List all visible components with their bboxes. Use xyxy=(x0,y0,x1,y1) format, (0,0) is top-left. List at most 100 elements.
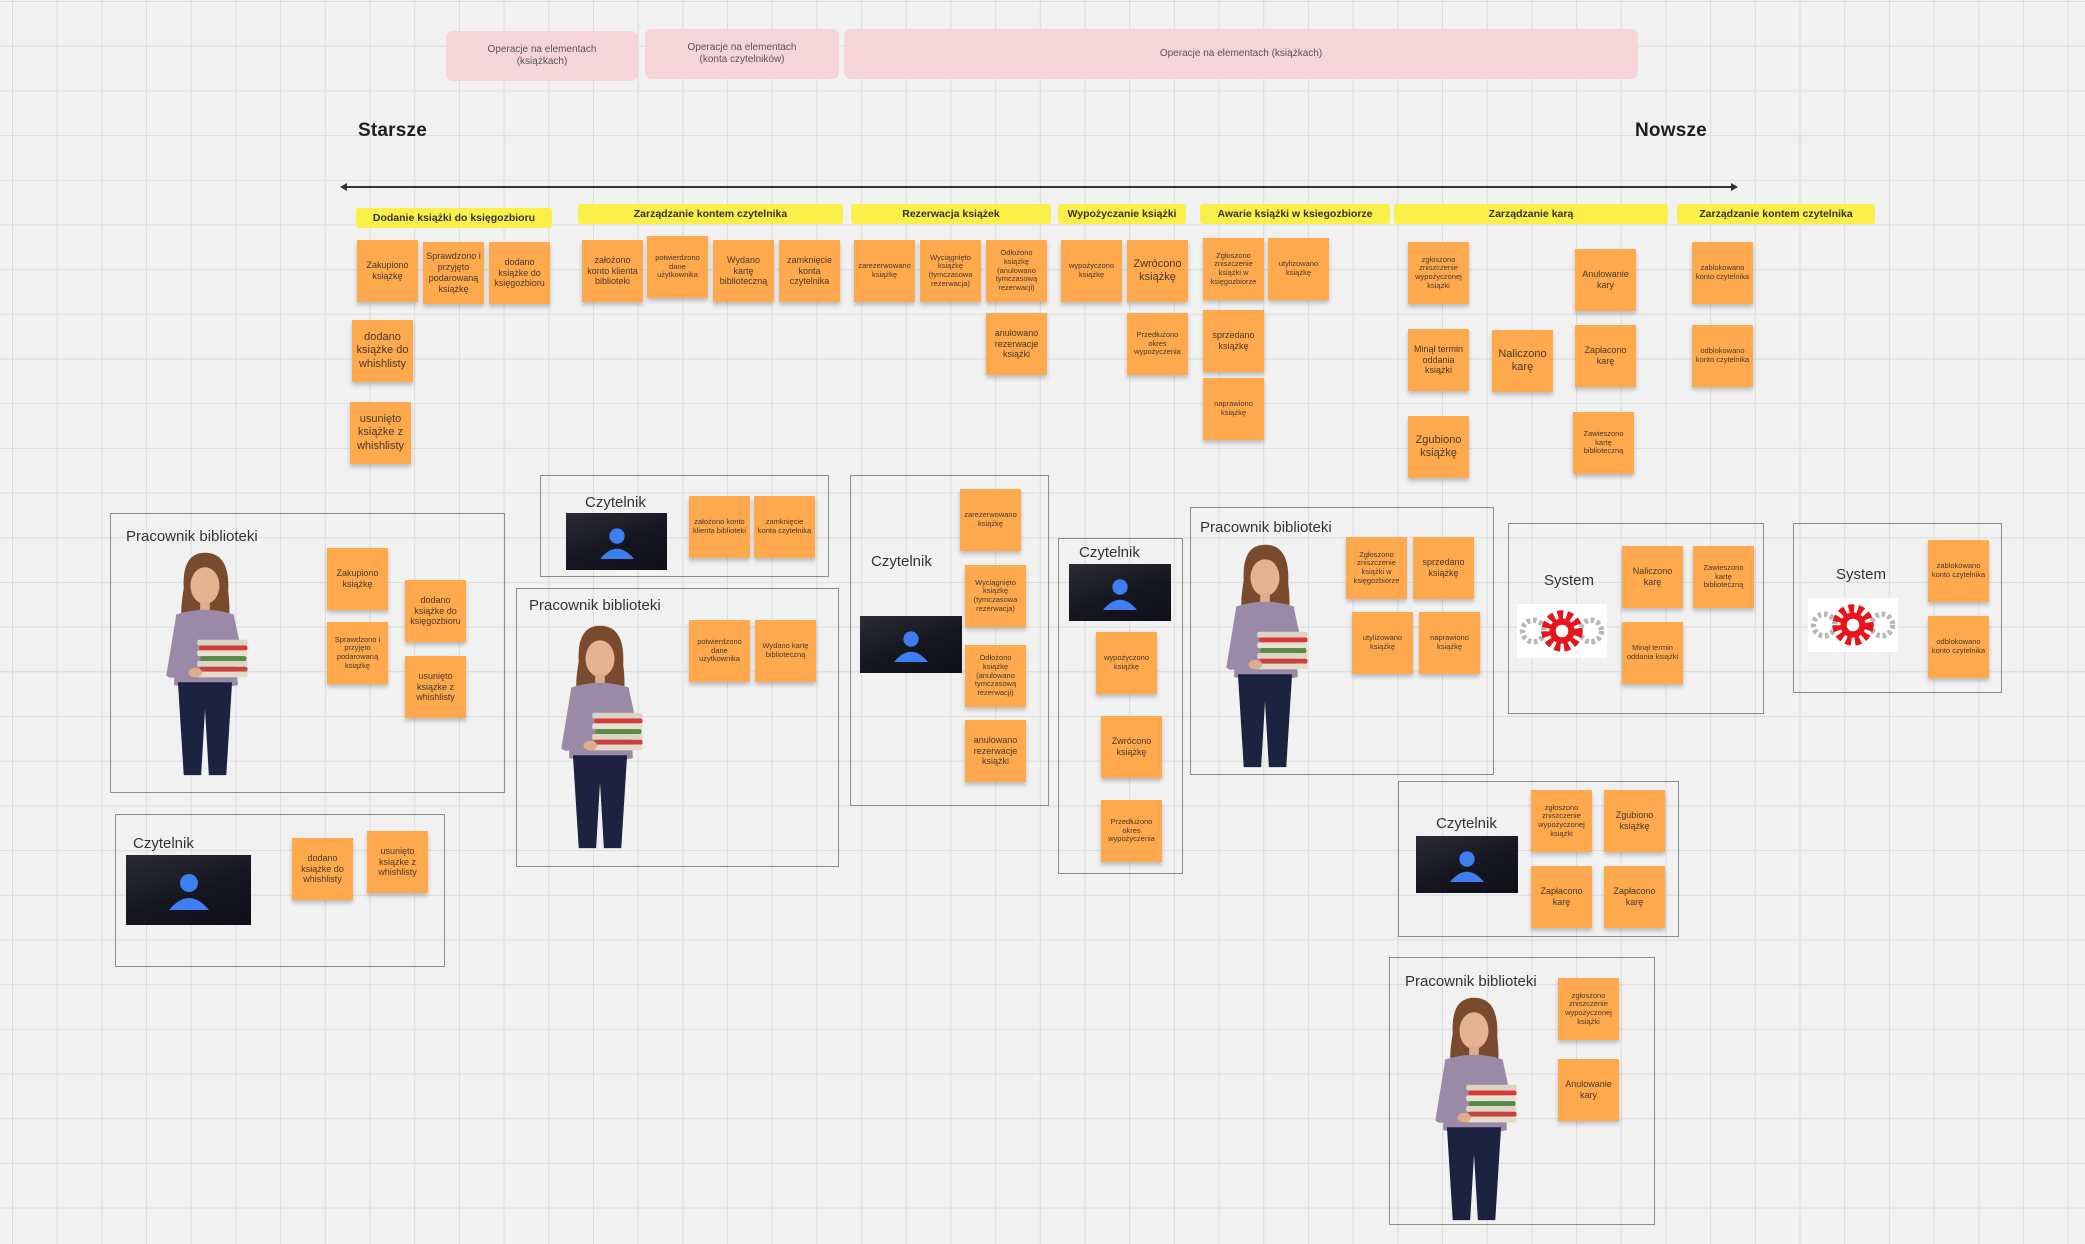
actor-title-reader-4: Czytelnik xyxy=(1079,544,1140,561)
sticky-accepted-donated-book-2[interactable]: Sprawdzono i przyjęto podarowaną książkę xyxy=(327,622,388,684)
category-reader-account-2: Zarządzanie kontem czytelnika xyxy=(1677,204,1875,224)
sticky-accepted-donated-book[interactable]: Sprawdzono i przyjęto podarowaną książkę xyxy=(423,242,484,304)
sticky-account-blocked-2[interactable]: zablokowano konto czytelnika xyxy=(1928,540,1989,602)
sticky-fine-paid-3[interactable]: Zapłacono karę xyxy=(1604,866,1665,928)
sticky-added-to-wishlist[interactable]: dodano książke do whishlisty xyxy=(352,320,413,382)
sticky-reported-lent-damage-3[interactable]: zgłoszono zniszczenie wypożyczonej książ… xyxy=(1558,978,1619,1040)
sticky-disposed-book-2[interactable]: utylizowano książkę xyxy=(1352,612,1413,674)
header-operations-books-1: Operacje na elementach (książkach) xyxy=(446,31,638,81)
gear-icon xyxy=(1808,595,1898,655)
user-avatar-icon xyxy=(1416,836,1518,893)
sticky-created-account-2[interactable]: założono konto klienta biblioteki xyxy=(689,496,750,558)
actor-title-reader-5: Czytelnik xyxy=(1436,815,1497,832)
sticky-issued-card-2[interactable]: Wydano kartę biblioteczną xyxy=(755,620,816,682)
sticky-created-account[interactable]: założono konto klienta biblioteki xyxy=(582,240,643,302)
user-avatar-icon xyxy=(126,855,251,925)
user-avatar-icon xyxy=(860,616,962,673)
sticky-added-to-wishlist-2[interactable]: dodano książke do whishlisty xyxy=(292,838,353,900)
timeline-start-label: Starsze xyxy=(358,120,427,141)
sticky-extended-period-2[interactable]: Przedłużono okres wypożyczenia xyxy=(1101,800,1162,862)
sticky-disposed-book[interactable]: utylizowano książkę xyxy=(1268,238,1329,300)
actor-title-librarian-1: Pracownik biblioteki xyxy=(126,528,258,545)
actor-frame-reader-3 xyxy=(850,475,1049,806)
sticky-confirmed-data-2[interactable]: potwierdzono dane użytkownika xyxy=(689,620,750,682)
sticky-bought-book-2[interactable]: Zakupiono książkę xyxy=(327,548,388,610)
actor-frame-librarian-4 xyxy=(1389,957,1655,1225)
sticky-lost-book[interactable]: Zgubiono książkę xyxy=(1408,416,1469,478)
sticky-reported-damage[interactable]: Zgłoszono zniszczenie książki w księgozb… xyxy=(1203,238,1264,300)
librarian-illustration xyxy=(1424,990,1524,1222)
sticky-fine-charged-2[interactable]: Naliczono karę xyxy=(1622,546,1683,608)
category-reader-account: Zarządzanie kontem czytelnika xyxy=(578,204,843,224)
sticky-card-suspended[interactable]: Zawieszono kartę biblioteczną xyxy=(1573,412,1634,474)
sticky-closed-account-2[interactable]: zamknięcie konta czytelnika xyxy=(754,496,815,558)
sticky-card-suspended-2[interactable]: Zawieszono kartę biblioteczną xyxy=(1693,546,1754,608)
sticky-added-to-collection[interactable]: dodano książke do księgozbioru xyxy=(489,242,550,304)
actor-title-librarian-3: Pracownik biblioteki xyxy=(1200,519,1332,536)
sticky-fine-cancelled[interactable]: Anulowanie kary xyxy=(1575,249,1636,311)
sticky-account-blocked[interactable]: zablokowano konto czytelnika xyxy=(1692,242,1753,304)
actor-title-system-2: System xyxy=(1836,566,1887,583)
actor-title-reader-3: Czytelnik xyxy=(871,553,932,570)
sticky-due-date-passed[interactable]: Minął termin oddania książki xyxy=(1408,329,1469,391)
actor-title-reader-2: Czytelnik xyxy=(585,494,646,511)
timeline-end-label: Nowsze xyxy=(1635,120,1707,141)
sticky-bought-book[interactable]: Zakupiono książkę xyxy=(357,240,418,302)
sticky-returned-book-2[interactable]: Zwrócono książkę xyxy=(1101,716,1162,778)
sticky-repaired-book[interactable]: naprawiono książkę xyxy=(1203,378,1264,440)
actor-frame-librarian-1 xyxy=(110,513,505,793)
sticky-lent-book-2[interactable]: wypożyczono książkę xyxy=(1096,632,1157,694)
sticky-fine-charged[interactable]: Naliczono karę xyxy=(1492,330,1553,392)
sticky-returned-to-shelf[interactable]: Odłożono książkę (anulowano tymczasową r… xyxy=(986,240,1047,302)
sticky-reported-lent-damage-2[interactable]: zgłoszono zniszczenie wypożyczonej książ… xyxy=(1531,790,1592,852)
sticky-account-unblocked-2[interactable]: odblokowano konto czytelnika xyxy=(1928,616,1989,678)
header-operations-books-2: Operacje na elementach (książkach) xyxy=(844,29,1638,79)
sticky-due-date-passed-2[interactable]: Minął termin oddania książki xyxy=(1622,622,1683,684)
sticky-confirmed-data[interactable]: potwierdzono dane użytkownika xyxy=(647,236,708,298)
category-add-book: Dodanie książki do księgozbioru xyxy=(356,208,552,228)
actor-frame-librarian-2 xyxy=(516,588,839,867)
sticky-sold-book-2[interactable]: sprzedano książkę xyxy=(1413,537,1474,599)
actor-frame-reader-2 xyxy=(540,475,829,577)
actor-frame-reader-4 xyxy=(1058,538,1183,874)
sticky-reserved-book[interactable]: zarezerwowano książkę xyxy=(854,240,915,302)
sticky-cancelled-reservation[interactable]: anulowano rezerwacje książki xyxy=(986,313,1047,375)
sticky-added-to-collection-2[interactable]: dodano książke do księgozbioru xyxy=(405,580,466,642)
actor-frame-system-2 xyxy=(1793,523,2002,693)
sticky-returned-to-shelf-2[interactable]: Odłożono książkę (anulowano tymczasową r… xyxy=(965,645,1026,707)
sticky-reported-damage-2[interactable]: Zgłoszono zniszczenie książki w księgozb… xyxy=(1346,537,1407,599)
sticky-reserved-book-2[interactable]: zarezerwowano książkę xyxy=(960,489,1021,551)
sticky-pulled-book[interactable]: Wyciągnięto książkę (tymczasowa rezerwac… xyxy=(920,240,981,302)
sticky-fine-cancelled-2[interactable]: Anulowanie kary xyxy=(1558,1059,1619,1121)
header-operations-reader-accounts: Operacje na elementach (konta czytelnikó… xyxy=(645,29,839,79)
actor-frame-reader-1 xyxy=(115,814,445,967)
sticky-removed-from-wishlist-3[interactable]: usunięto książke z whishlisty xyxy=(367,831,428,893)
actor-frame-reader-5 xyxy=(1398,781,1679,937)
sticky-closed-account[interactable]: zamknięcie konta czytelnika xyxy=(779,240,840,302)
category-book-failures: Awarie książki w ksiegozbiorze xyxy=(1200,204,1390,224)
actor-title-librarian-2: Pracownik biblioteki xyxy=(529,597,661,614)
librarian-illustration xyxy=(550,618,650,850)
librarian-illustration xyxy=(155,545,255,777)
sticky-lent-book[interactable]: wypożyczono książkę xyxy=(1061,240,1122,302)
sticky-cancelled-reservation-2[interactable]: anulowano rezerwacje książki xyxy=(965,720,1026,782)
sticky-repaired-book-2[interactable]: naprawiono książkę xyxy=(1419,612,1480,674)
sticky-removed-from-wishlist[interactable]: usunięto książke z whishlisty xyxy=(350,402,411,464)
actor-title-system-1: System xyxy=(1544,572,1595,589)
librarian-illustration xyxy=(1215,537,1315,769)
sticky-issued-card[interactable]: Wydano kartę biblioteczną xyxy=(713,240,774,302)
sticky-extended-period[interactable]: Przedłużono okres wypożyczenia xyxy=(1127,313,1188,375)
actor-title-reader-1: Czytelnik xyxy=(133,835,194,852)
sticky-lost-book-2[interactable]: Zgubiono książkę xyxy=(1604,790,1665,852)
sticky-removed-from-wishlist-2[interactable]: usunięto książke z whishlisty xyxy=(405,656,466,718)
sticky-sold-book[interactable]: sprzedano książkę xyxy=(1203,310,1264,372)
category-lending: Wypożyczanie książki xyxy=(1058,204,1186,224)
sticky-returned-book[interactable]: Zwrócono książkę xyxy=(1127,240,1188,302)
user-avatar-icon xyxy=(1069,564,1171,621)
user-avatar-icon xyxy=(566,513,667,570)
sticky-fine-paid-2[interactable]: Zapłacono karę xyxy=(1531,866,1592,928)
sticky-pulled-book-2[interactable]: Wyciągnięto książkę (tymczasowa rezerwac… xyxy=(965,565,1026,627)
sticky-reported-lent-damage[interactable]: zgłoszono zniszczenie wypożyczonej książ… xyxy=(1408,242,1469,304)
sticky-account-unblocked[interactable]: odblokowano konto czytelnika xyxy=(1692,325,1753,387)
sticky-fine-paid[interactable]: Zapłacono karę xyxy=(1575,325,1636,387)
